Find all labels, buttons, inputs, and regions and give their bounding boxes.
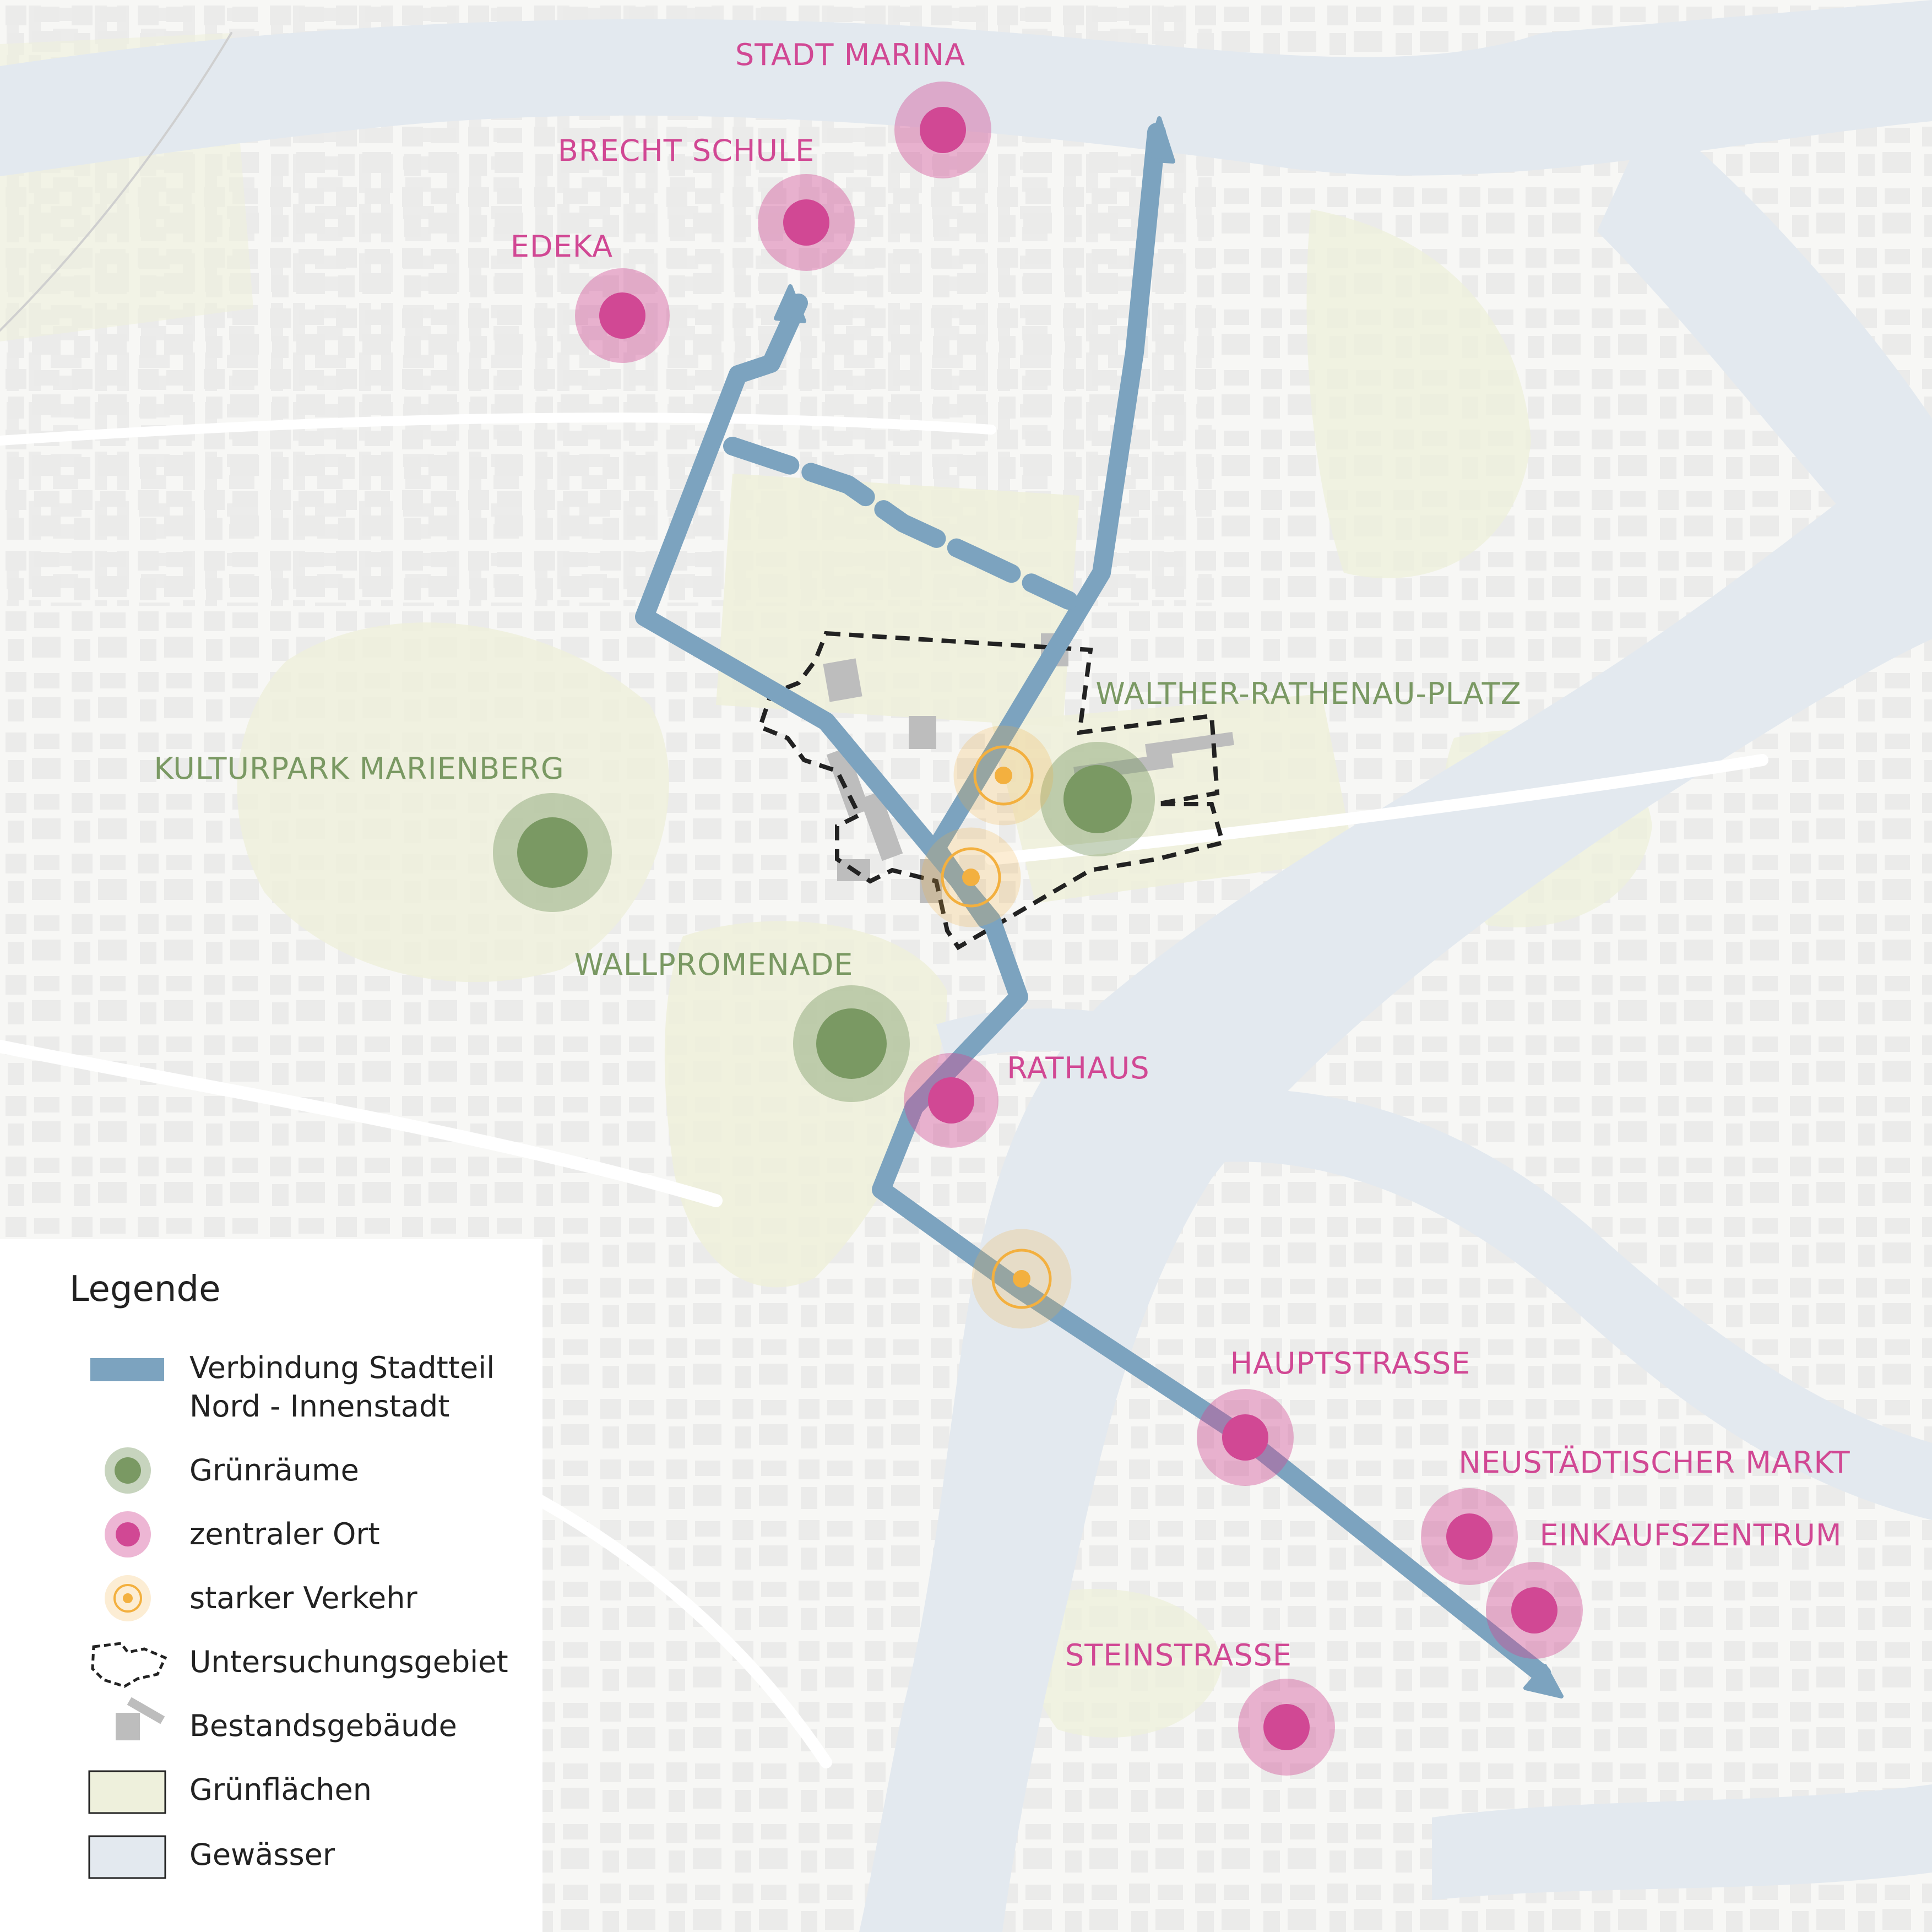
road-east-west: [985, 754, 1768, 865]
route-connection: [635, 116, 1564, 1698]
label-steinstrasse: STEINSTRASSE: [1065, 1638, 1292, 1673]
traffic-dot: [995, 767, 1012, 784]
central-place-inner: [1222, 1414, 1268, 1461]
traffic-marker-south: [972, 1229, 1072, 1329]
legend-route-label-line1: Verbindung Stadtteil: [189, 1350, 495, 1385]
route-cross-link: [723, 437, 1078, 610]
route-arrow-southeast: [1523, 1664, 1564, 1698]
legend-green-inner: [115, 1457, 141, 1484]
legend-central-inner: [116, 1522, 140, 1546]
legend-building-label: Bestandsgebäude: [189, 1708, 457, 1743]
legend-route-label-line2: Nord - Innenstadt: [189, 1389, 449, 1424]
river-east-arm: [1597, 110, 1932, 606]
legend-background: [0, 1239, 542, 1932]
existing-building: [859, 791, 903, 861]
label-wallpromenade: WALLPROMENADE: [574, 947, 854, 982]
green-space-wallpromenade-marker: [793, 985, 910, 1102]
label-brecht-schule: BRECHT SCHULE: [558, 133, 815, 168]
central-place-inner: [928, 1077, 974, 1124]
existing-building: [823, 658, 862, 702]
traffic-ring: [973, 745, 1034, 806]
label-hauptstrasse: HAUPTSTRASSE: [1230, 1346, 1471, 1381]
label-stadt-marina: STADT MARINA: [735, 37, 965, 72]
traffic-dot: [1013, 1270, 1030, 1288]
traffic-dot: [962, 869, 980, 886]
green-area-kulturpark: [237, 622, 669, 983]
route-arrow-north: [1144, 116, 1175, 164]
green-space-walther-rathenau-marker: [1040, 742, 1155, 856]
green-space-inner: [517, 817, 588, 888]
legend-green-area-swatch: [88, 1770, 166, 1814]
traffic-marker-center: [921, 827, 1021, 927]
central-place-stadt-marina: [894, 82, 991, 178]
green-area-northeast: [1306, 209, 1531, 578]
route-north-branch: [927, 123, 1166, 929]
central-place-inner: [920, 107, 966, 153]
legend-study-area-label: Untersuchungsgebiet: [189, 1645, 508, 1679]
central-place-inner: [599, 292, 645, 339]
label-einkaufszentrum: EINKAUFSZENTRUM: [1540, 1518, 1842, 1553]
green-space-inner: [816, 1008, 887, 1079]
study-area-boundary: [757, 631, 1225, 951]
legend-green-area-label: Grünflächen: [189, 1772, 372, 1807]
legend: Legende Verbindung Stadtteil Nord - Inne…: [0, 1239, 542, 1932]
railway-northwest: [0, 32, 232, 332]
channel-center: [936, 1008, 1267, 1096]
legend-study-area-swatch: [91, 1642, 167, 1688]
legend-central-label: zentraler Ort: [189, 1517, 380, 1551]
central-place-rathaus: [904, 1053, 998, 1148]
green-space-kulturpark-marker: [493, 793, 612, 912]
traffic-ring: [991, 1249, 1052, 1309]
green-area-south: [1026, 1589, 1223, 1738]
legend-building-swatch-bar: [127, 1697, 165, 1724]
traffic-ring: [941, 847, 1001, 908]
central-place-brecht-schule: [758, 174, 855, 271]
label-kulturpark-marienberg: KULTURPARK MARIENBERG: [154, 751, 564, 786]
central-place-hauptstrasse: [1197, 1389, 1294, 1486]
map-labels: STADT MARINA BRECHT SCHULE EDEKA WALTHER…: [154, 37, 1850, 1673]
legend-title: Legende: [69, 1269, 220, 1310]
green-space-inner: [1063, 765, 1132, 833]
legend-route-swatch: [90, 1358, 164, 1381]
road-ring-west: [0, 1040, 723, 1207]
route-main-line: [635, 294, 1551, 1684]
central-place-steinstrasse: [1238, 1679, 1335, 1776]
legend-water-swatch: [88, 1835, 166, 1879]
label-walther-rathenau-platz: WALTHER-RATHENAU-PLATZ: [1095, 676, 1521, 711]
route-arrow-west: [774, 284, 806, 323]
existing-building: [826, 747, 870, 817]
river-north: [0, 0, 1932, 176]
canal-south: [1212, 1089, 1932, 1520]
label-edeka: EDEKA: [511, 229, 613, 264]
canal-southeast: [1432, 1784, 1932, 1900]
existing-building: [1145, 731, 1234, 758]
river-havel: [859, 430, 1932, 1932]
central-place-inner: [1446, 1513, 1493, 1560]
legend-building-swatch: [116, 1713, 140, 1740]
label-neustaedtischer-markt: NEUSTÄDTISCHER MARKT: [1458, 1445, 1850, 1480]
central-place-neustaedtischer-markt: [1421, 1488, 1518, 1585]
legend-traffic-ring: [113, 1584, 142, 1613]
central-place-inner: [1511, 1587, 1557, 1633]
traffic-marker-north: [953, 725, 1054, 826]
road-north: [0, 413, 996, 446]
existing-building: [909, 716, 936, 749]
legend-traffic-label: starker Verkehr: [189, 1581, 418, 1615]
label-rathaus: RATHAUS: [1007, 1051, 1149, 1086]
central-place-inner: [783, 199, 829, 246]
legend-water-label: Gewässer: [189, 1837, 335, 1872]
legend-traffic-dot: [123, 1593, 133, 1603]
legend-green-label: Grünräume: [189, 1453, 359, 1488]
central-place-edeka: [575, 268, 670, 363]
central-place-einkaufszentrum: [1486, 1562, 1583, 1659]
green-area-stadium: [716, 474, 1079, 727]
central-place-inner: [1263, 1704, 1310, 1750]
